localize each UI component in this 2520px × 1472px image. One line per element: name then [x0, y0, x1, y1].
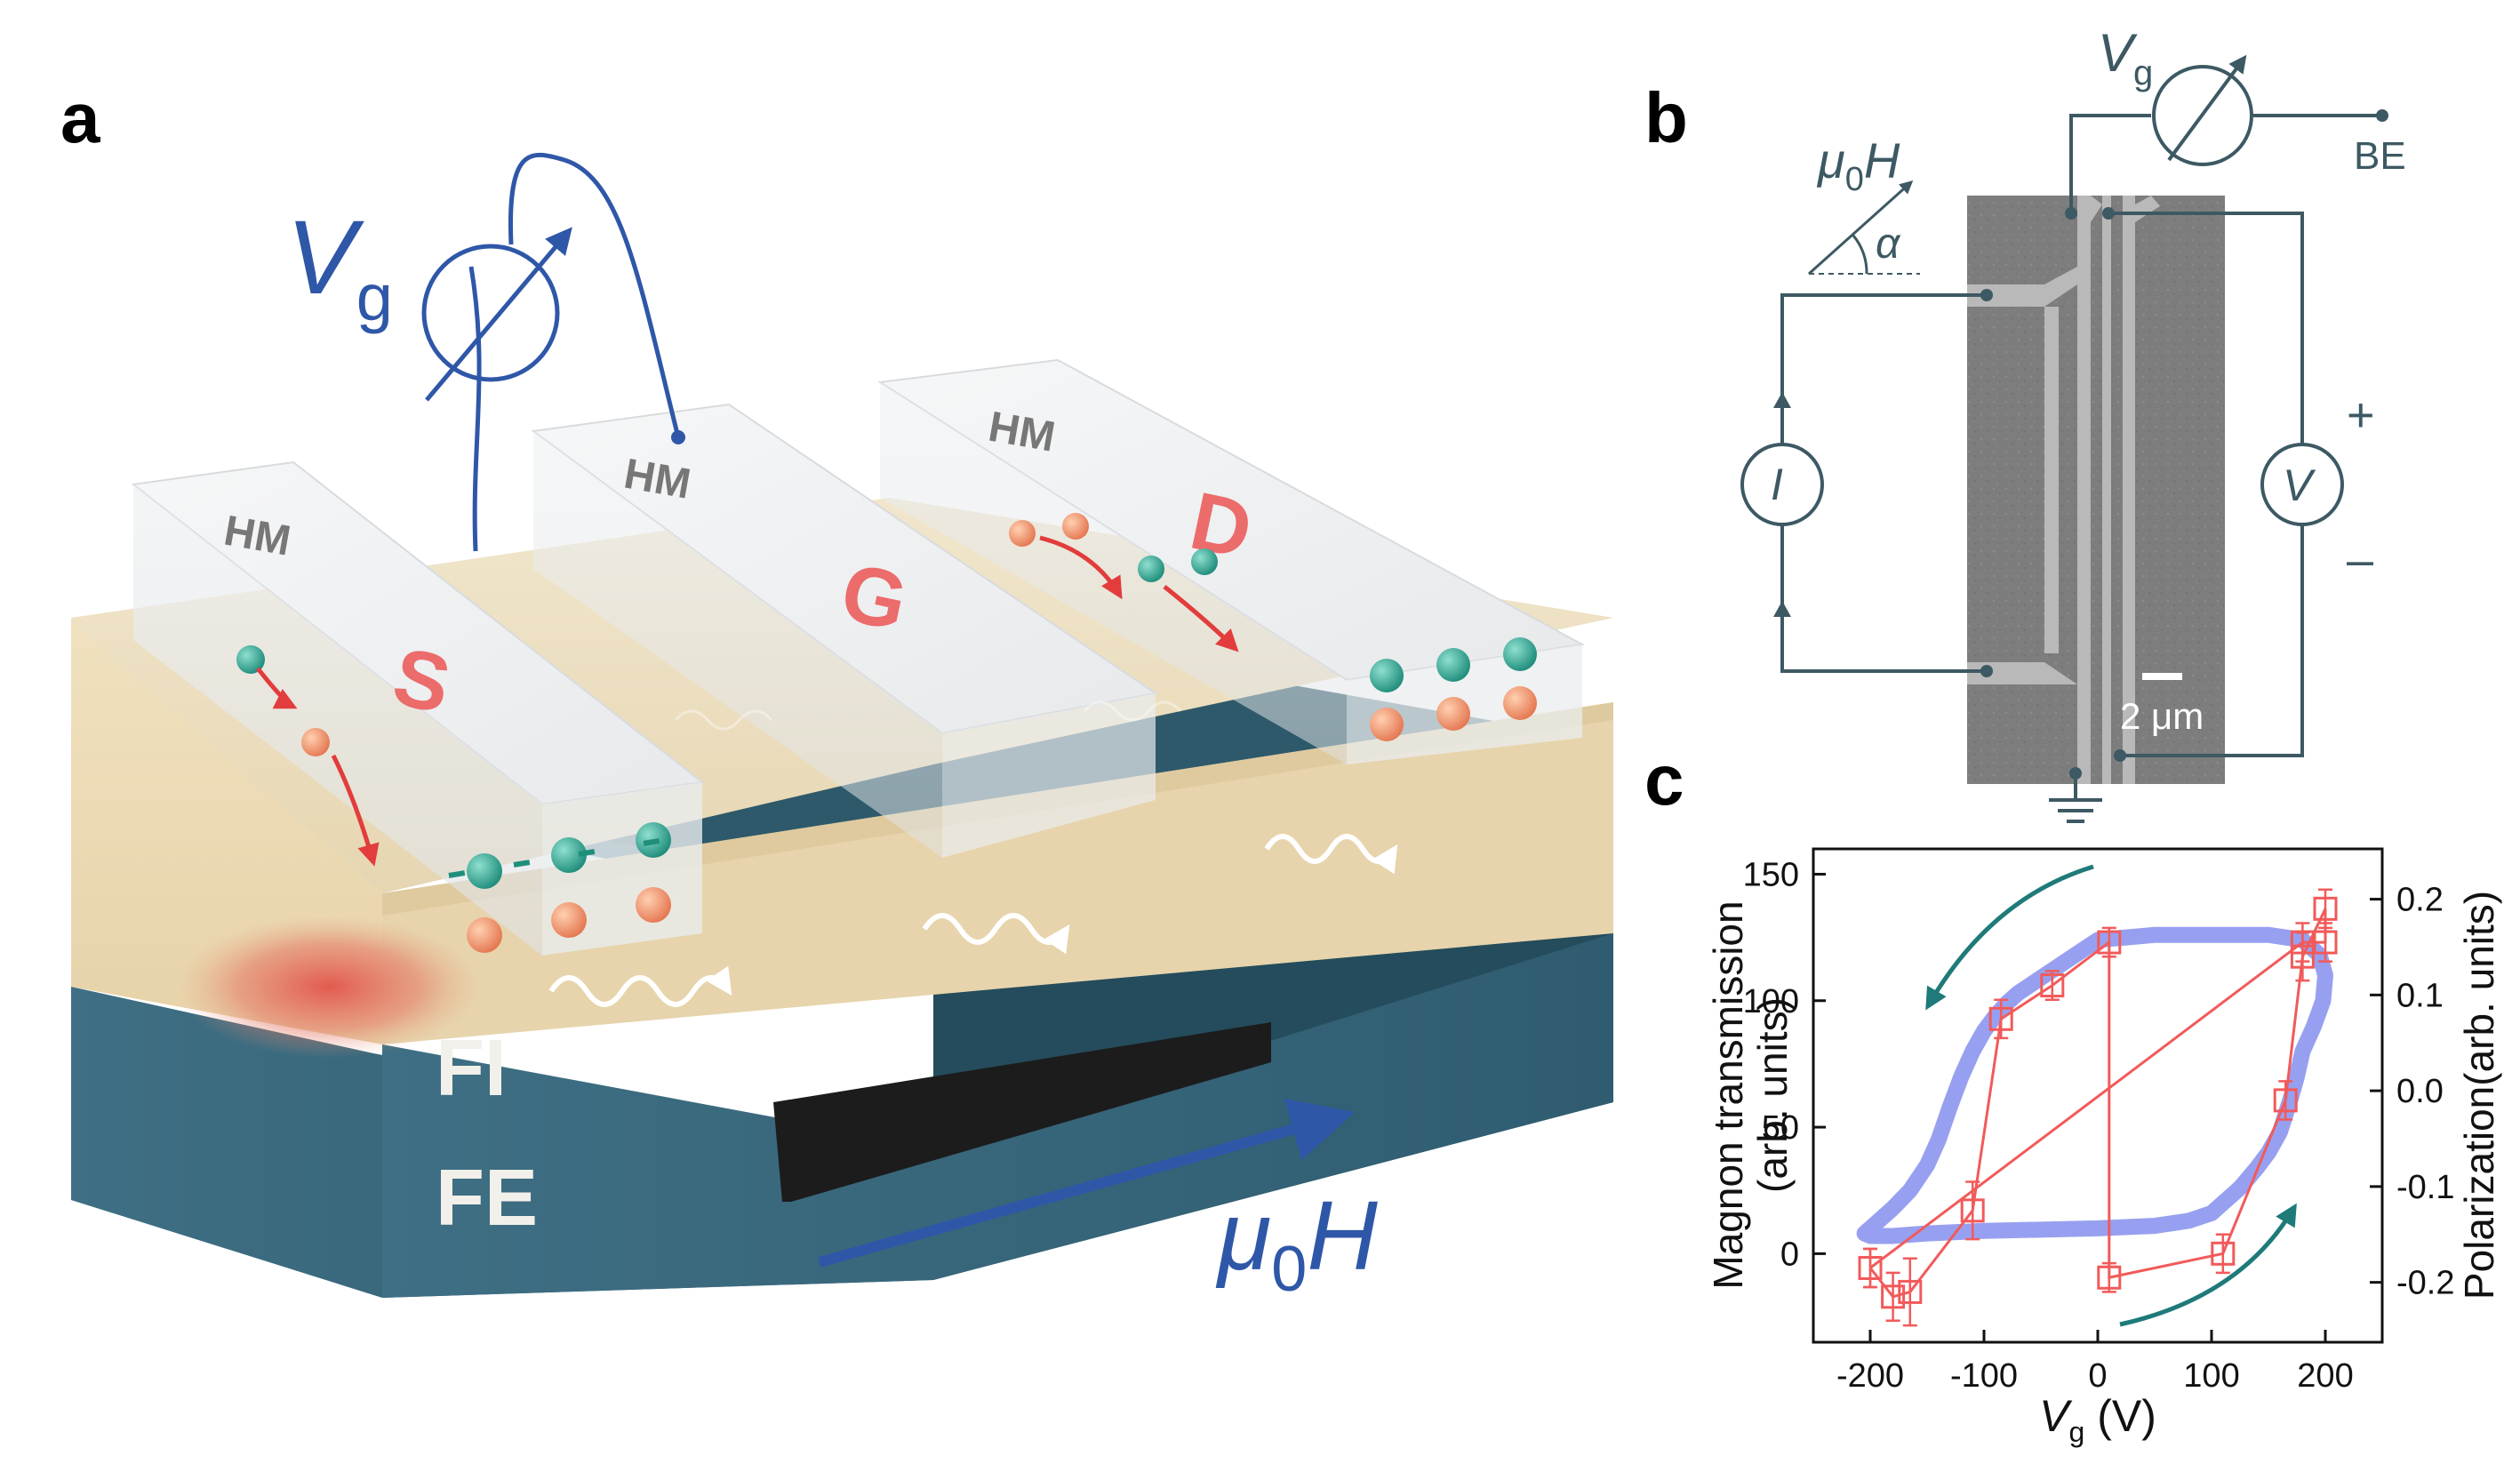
- y-axis-label-left-line2: (arb. units): [1749, 997, 1796, 1193]
- voltage-label: V: [2283, 460, 2316, 510]
- fe-label: FE: [436, 1154, 538, 1243]
- y-right-tick-label: -0.1: [2396, 1169, 2454, 1206]
- hm-label-s: HM: [220, 508, 294, 565]
- x-tick-label: -200: [1836, 1357, 1904, 1395]
- spin-row-teal-d: [1370, 637, 1537, 692]
- polarization-marker: [2040, 973, 2065, 998]
- spin-orange-moving-s: [301, 728, 330, 756]
- y-axis-label-right: Polarization(arb. units): [2456, 891, 2502, 1300]
- x-tick-label: 100: [2183, 1357, 2239, 1395]
- spin-teal-moving-s: [236, 645, 265, 674]
- minus-label: –: [2347, 533, 2373, 587]
- panel-c: c -200 -100 0 100 200 0 50 100 150 -0.2 -0.1 0.0 0.1…: [1644, 740, 2502, 1448]
- polarization-marker: [2273, 1088, 2298, 1113]
- polarization-marker: [1960, 1198, 1985, 1223]
- polarization-marker: [2097, 1265, 2122, 1290]
- field-label-b: μ0H: [1816, 132, 1900, 198]
- magnon-transmission-curve: [1856, 926, 2333, 1244]
- spin-row-orange-d: [1370, 686, 1537, 741]
- x-tick-label: 200: [2297, 1357, 2353, 1395]
- polarization-marker: [1988, 1006, 2013, 1031]
- y-right-tick-label: 0.0: [2396, 1073, 2444, 1110]
- current-meter: [1740, 443, 1824, 526]
- be-label: BE: [2354, 134, 2406, 178]
- vg-label-a: Vg: [286, 199, 393, 334]
- fi-label: FI: [436, 1024, 507, 1113]
- electrode-d: [877, 358, 1586, 764]
- y-left-tick-label: 150: [1743, 856, 1799, 893]
- sweep-arrow-down: [1925, 864, 2094, 1011]
- polarization-marker: [2290, 930, 2315, 955]
- spin-row-orange-s: [467, 887, 671, 953]
- spin-row-teal-s: [448, 822, 692, 889]
- polarization-marker: [2313, 930, 2338, 955]
- panel-label-b: b: [1644, 78, 1688, 157]
- y-right-tick-label: 0.2: [2396, 882, 2444, 919]
- field-arrow-a: [818, 1098, 1355, 1268]
- x-tick-label: 0: [2088, 1357, 2107, 1395]
- panel-a: a: [60, 78, 1613, 1305]
- magnon-wave-2: [922, 913, 1070, 955]
- scale-bar-label: 2 μm: [2120, 695, 2204, 737]
- polarization-marker: [1881, 1284, 1906, 1309]
- magnon-source-glow: [178, 916, 480, 1058]
- plus-label: +: [2347, 388, 2375, 442]
- chart-layer: -200 -100 0 100 200 0 50 100 150 -0.2 -0.1 0.0 0.1 0.…: [1743, 856, 2455, 1395]
- bottom-electrode: [773, 1022, 1271, 1202]
- y-axis-label-left-line1: Magnon transmission: [1705, 900, 1751, 1289]
- y-left-tick-label: 0: [1780, 1236, 1799, 1273]
- hm-label-g: HM: [620, 451, 694, 508]
- x-axis-label: Vg (V): [2039, 1391, 2156, 1448]
- polarization-marker: [2313, 896, 2338, 921]
- hm-label-d: HM: [985, 404, 1059, 461]
- panel-label-c: c: [1644, 740, 1684, 820]
- scale-bar: [2142, 673, 2182, 680]
- y-right-tick-label: 0.1: [2396, 977, 2444, 1014]
- polarization-marker: [2097, 930, 2122, 955]
- sweep-arrow-up: [2119, 1203, 2297, 1327]
- panel-label-a: a: [60, 78, 100, 157]
- polarization-marker: [2211, 1241, 2236, 1266]
- current-label: I: [1771, 460, 1783, 509]
- panel-b: b 2 μm: [1644, 23, 2406, 823]
- field-label-a: μ0H: [1215, 1181, 1378, 1305]
- electrode-g: [531, 403, 1158, 858]
- vg-label-b: Vg: [2098, 23, 2153, 92]
- y-left-tick-label: 100: [1743, 983, 1799, 1020]
- y-right-tick-label: -0.2: [2396, 1265, 2454, 1302]
- voltage-meter: [2260, 443, 2344, 526]
- sem-electrodes: [1967, 196, 2160, 784]
- polarization-marker: [1858, 1255, 1883, 1280]
- x-tick-label: -100: [1950, 1357, 2018, 1395]
- y-left-tick-label: 50: [1762, 1109, 1799, 1147]
- polarization-marker: [1898, 1279, 1923, 1304]
- magnon-wave-3: [1264, 834, 1398, 875]
- alpha-label: α: [1876, 220, 1901, 268]
- vg-meter-a: [421, 152, 685, 552]
- magnon-wave-1: [548, 965, 732, 1007]
